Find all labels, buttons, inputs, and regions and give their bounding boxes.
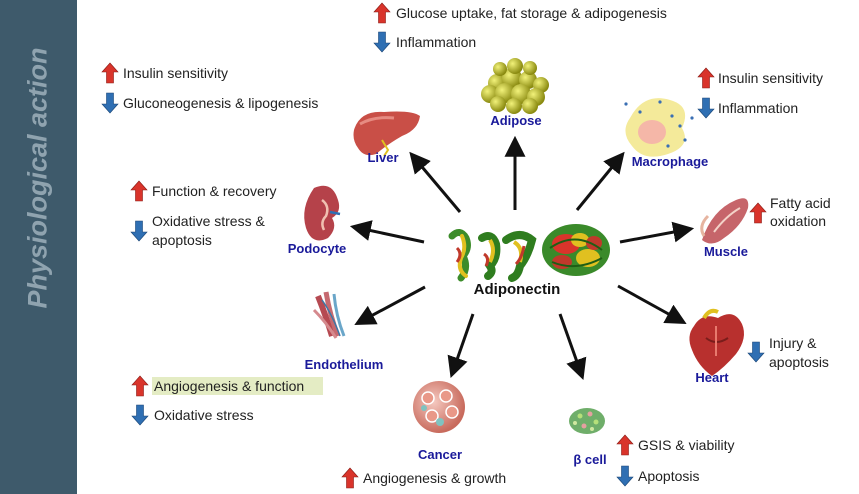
muscle-effect-up-line-1: Fatty acid: [770, 195, 831, 211]
heart-effect-down-line-1: Injury &: [769, 335, 817, 351]
sidebar-panel: Physiological action: [0, 0, 77, 494]
up-arrow-icon: [131, 375, 149, 397]
beta-cell-label: β cell: [573, 452, 606, 467]
beta-cell-effect-down: Apoptosis: [638, 468, 699, 484]
down-arrow-icon: [697, 97, 715, 119]
adipose-tissue-illustration: [481, 58, 549, 114]
heart-effect-down-line-2: apoptosis: [769, 354, 829, 370]
arrow-to-cancer: [447, 313, 475, 378]
arrow-to-heart: [617, 284, 687, 325]
liver-label: Liver: [367, 150, 398, 165]
heart-label: Heart: [695, 370, 729, 385]
trimer-ribbon: [478, 232, 501, 280]
hexamer-ribbon: [502, 231, 537, 282]
down-arrow-icon: [130, 220, 148, 242]
podocyte-label: Podocyte: [288, 241, 347, 256]
muscle-effect-up-line-2: oxidation: [770, 213, 826, 229]
connector-arrows: [349, 135, 695, 380]
endothelium-label: Endothelium: [305, 357, 384, 372]
up-arrow-icon: [749, 202, 767, 224]
down-arrow-icon: [373, 31, 391, 53]
up-arrow-icon: [130, 180, 148, 202]
down-arrow-icon: [747, 341, 765, 363]
muscle-label: Muscle: [704, 244, 748, 259]
arrow-to-beta-cell: [558, 313, 587, 380]
up-arrow-icon: [697, 67, 715, 89]
cancer-effect-up: Angiogenesis & growth: [363, 470, 506, 486]
macrophage-effect-down: Inflammation: [718, 100, 798, 116]
arrow-to-endothelium: [354, 285, 426, 325]
up-arrow-icon: [616, 434, 634, 456]
center-label: Adiponectin: [474, 281, 561, 298]
endothelium-effect-down: Oxidative stress: [154, 407, 254, 423]
podocyte-effect-down-line-2: apoptosis: [152, 232, 212, 248]
liver-illustration: [353, 111, 420, 157]
muscle-illustration: [700, 198, 749, 244]
adipose-effect-up: Glucose uptake, fat storage & adipogenes…: [396, 5, 667, 21]
highlight-box: [152, 377, 323, 395]
arrow-to-podocyte: [349, 220, 425, 244]
up-arrow-icon: [373, 2, 391, 24]
monomer-ribbon: [448, 229, 471, 282]
arrow-to-liver: [409, 151, 462, 213]
podocyte-kidney-illustration: [304, 185, 341, 241]
cancer-cell-illustration: [413, 381, 465, 433]
cancer-label: Cancer: [418, 447, 462, 462]
macrophage-effect-up: Insulin sensitivity: [718, 70, 823, 86]
up-arrow-icon: [341, 467, 359, 489]
arrow-to-muscle: [619, 221, 695, 244]
beta-cell-illustration: [569, 408, 605, 434]
macrophage-label: Macrophage: [632, 154, 709, 169]
adipose-effect-down: Inflammation: [396, 34, 476, 50]
liver-effect-up: Insulin sensitivity: [123, 65, 228, 81]
up-arrow-icon: [101, 62, 119, 84]
multimer-cluster: [542, 224, 610, 276]
adiponectin-molecule-illustration: [448, 224, 610, 282]
podocyte-effect-up: Function & recovery: [152, 183, 277, 199]
endothelium-illustration: [312, 291, 346, 339]
down-arrow-icon: [101, 92, 119, 114]
liver-effect-down: Gluconeogenesis & lipogenesis: [123, 95, 318, 111]
macrophage-illustration: [624, 98, 694, 157]
down-arrow-icon: [131, 404, 149, 426]
beta-cell-effect-up: GSIS & viability: [638, 437, 734, 453]
podocyte-effect-down-line-1: Oxidative stress &: [152, 213, 265, 229]
down-arrow-icon: [616, 465, 634, 487]
arrow-to-macrophage: [575, 151, 625, 211]
adipose-label: Adipose: [490, 113, 541, 128]
endothelium-effect-up: Angiogenesis & function: [154, 378, 304, 394]
heart-illustration: [689, 308, 744, 376]
